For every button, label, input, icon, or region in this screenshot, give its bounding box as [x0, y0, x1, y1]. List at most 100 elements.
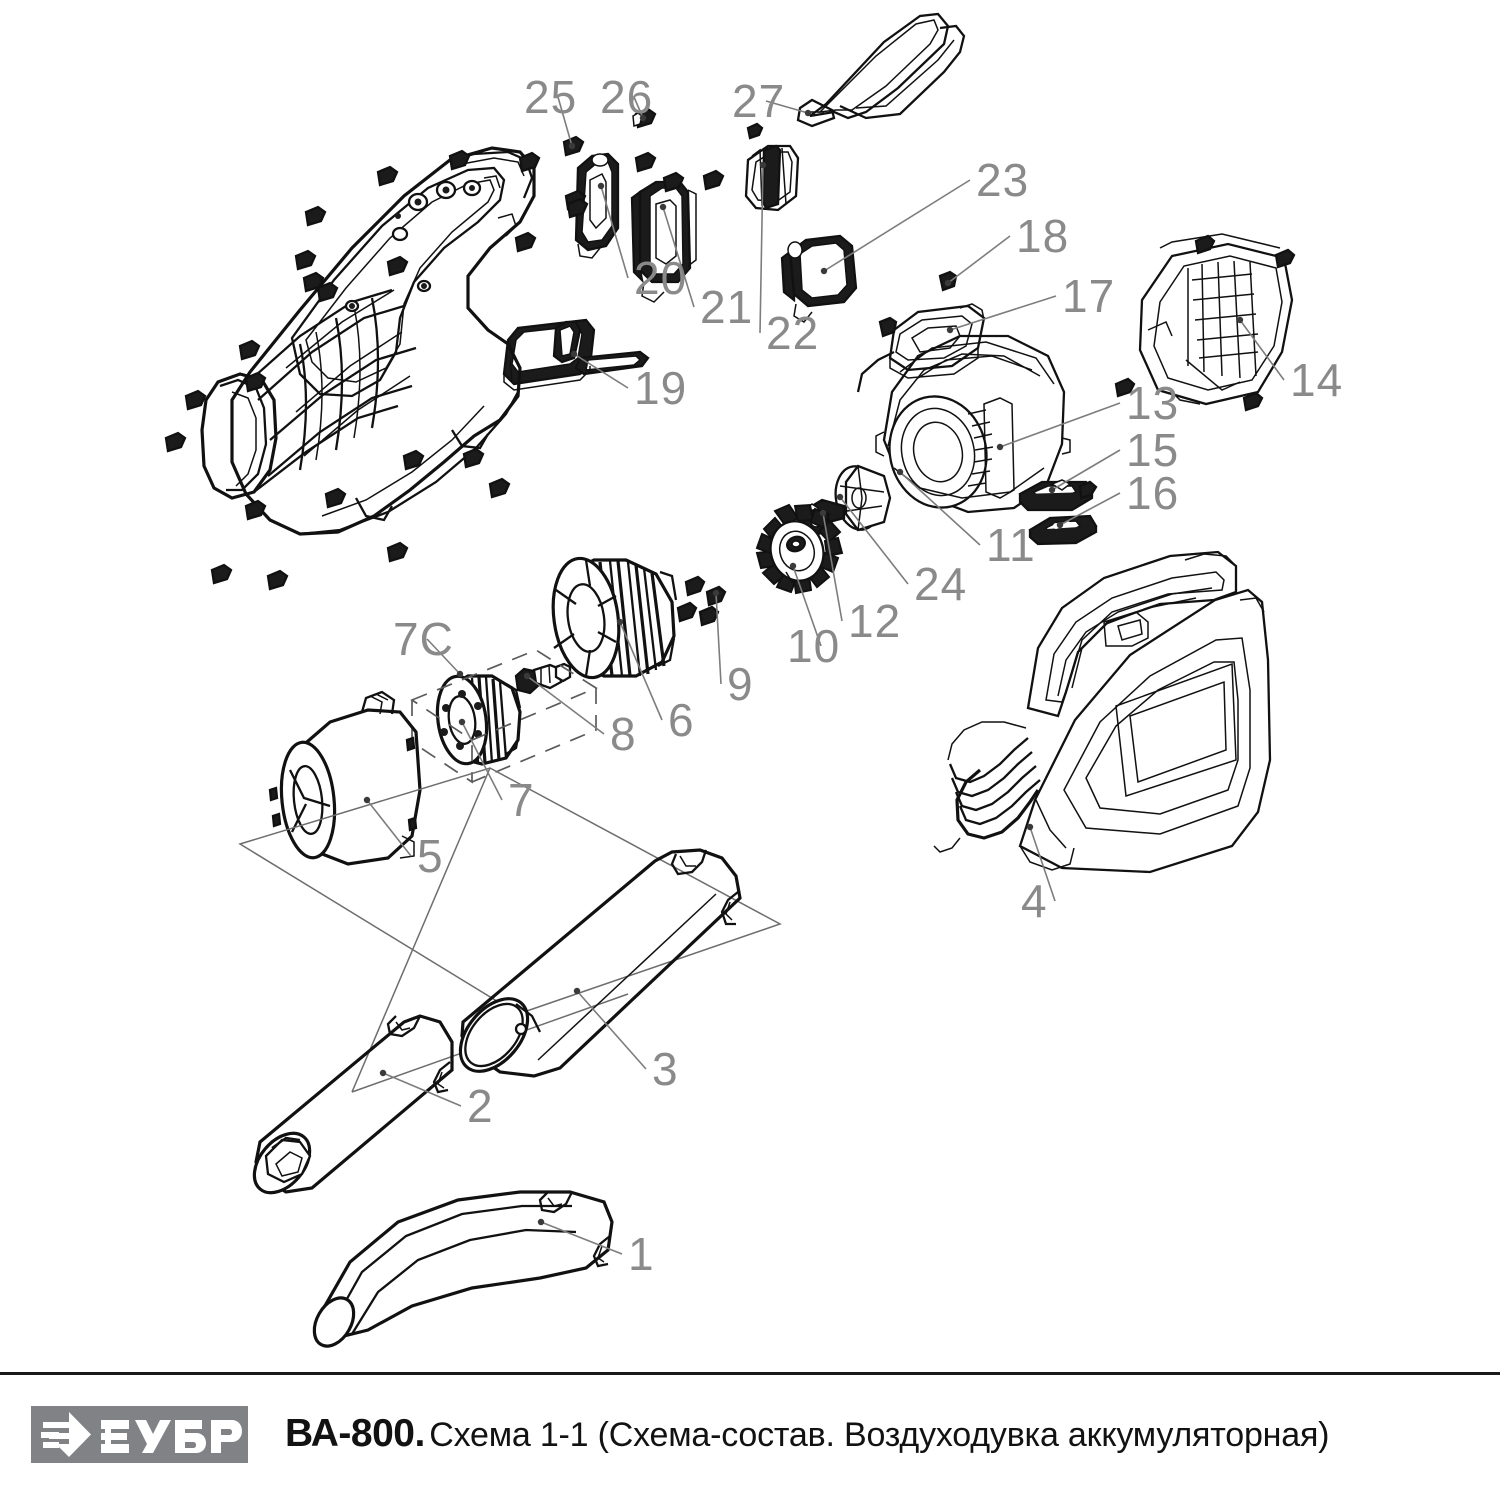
callout-8: 8 [523, 672, 636, 760]
callout-dot-15 [1048, 486, 1056, 494]
callout-11: 11 [896, 468, 1036, 571]
part-1-flat-nozzle-tip [312, 1190, 614, 1348]
callout-number-4: 4 [1021, 875, 1048, 927]
zubr-logo-mark [41, 1412, 242, 1457]
callout-dot-5 [363, 796, 371, 804]
callout-7C: 7C [393, 613, 464, 678]
callout-13: 13 [996, 377, 1178, 451]
callout-19: 19 [570, 350, 687, 414]
callout-leader-11 [899, 471, 981, 546]
callout-20: 20 [597, 182, 687, 304]
callout-dot-26 [639, 114, 647, 122]
callout-number-16: 16 [1126, 467, 1179, 519]
zubr-wordmark [101, 1420, 242, 1453]
callout-number-17: 17 [1062, 270, 1115, 322]
callout-dot-14 [1236, 316, 1244, 324]
callout-number-11: 11 [986, 519, 1036, 571]
part-15-control-pcb-upper [1018, 479, 1098, 512]
callout-dot-12 [819, 509, 827, 517]
part-27-cable-strap [796, 12, 966, 128]
callout-leader-26 [633, 96, 644, 119]
callout-number-3: 3 [652, 1043, 679, 1095]
callout-number-9: 9 [727, 658, 754, 710]
callout-5: 5 [363, 796, 444, 882]
callout-dot-13 [996, 443, 1004, 451]
callout-leader-13 [999, 402, 1121, 448]
callout-1: 1 [537, 1218, 655, 1280]
callout-dot-21 [659, 203, 667, 211]
part-14-air-intake-grille-cover [1114, 233, 1296, 412]
callout-leader-4 [1029, 826, 1056, 902]
assembly-ghost-box-2 [351, 767, 491, 1093]
callout-dot-2 [379, 1069, 387, 1077]
callout-12: 12 [819, 509, 901, 647]
sheet-title-model: ВА-800. [285, 1412, 425, 1455]
callout-number-23: 23 [976, 154, 1029, 206]
callout-number-1: 1 [628, 1228, 655, 1280]
callout-dot-7 [458, 718, 466, 726]
callout-dot-8 [523, 672, 531, 680]
callout-dot-25 [568, 142, 576, 150]
part-11-fan-hub-cone [834, 464, 892, 532]
callout-26: 26 [600, 71, 653, 123]
callout-dot-27 [804, 109, 812, 117]
callout-number-19: 19 [634, 362, 687, 414]
callout-22: 22 [759, 161, 819, 359]
callout-dot-23 [820, 267, 828, 275]
callout-number-22: 22 [766, 307, 819, 359]
callout-number-14: 14 [1290, 354, 1343, 406]
part-4-housing-assembly [933, 550, 1272, 874]
assembly-ghost-box [238, 767, 782, 1015]
callout-10: 10 [787, 562, 839, 672]
callout-number-20: 20 [634, 252, 687, 304]
callout-dot-18 [944, 279, 952, 287]
callout-dot-9 [712, 589, 720, 597]
callout-leader-16 [1059, 492, 1121, 526]
callout-number-15: 15 [1126, 424, 1179, 476]
callout-number-12: 12 [848, 595, 901, 647]
callout-16: 16 [1056, 467, 1179, 529]
callout-number-5: 5 [417, 830, 444, 882]
part-19-bracket-clip [502, 318, 650, 391]
sheet-title-description: Схема 1-1 (Схема-состав. Воздуходувка ак… [429, 1416, 1330, 1454]
part-2-nozzle-tube-front [252, 1014, 454, 1195]
callout-leader-27 [765, 100, 809, 114]
callout-18: 18 [944, 210, 1068, 287]
callout-number-7C: 7C [393, 613, 454, 665]
callout-leader-9 [715, 592, 722, 685]
sheet-title: ВА-800. Схема 1-1 (Схема-состав. Воздухо… [285, 1412, 1329, 1456]
callout-leader-10 [792, 565, 822, 647]
callout-27: 27 [732, 75, 812, 127]
callout-number-2: 2 [467, 1080, 494, 1132]
part-3-blower-tube-main [458, 848, 742, 1078]
screw-extra-left17 [878, 316, 898, 338]
part-17-battery-contact-module [856, 303, 986, 393]
callout-dot-7C [456, 670, 464, 678]
callout-leader-6 [619, 621, 663, 721]
callout-number-26: 26 [600, 71, 653, 123]
callout-leader-25 [557, 96, 573, 147]
callout-leader-23 [823, 179, 971, 272]
callout-number-21: 21 [700, 281, 753, 333]
callout-6: 6 [616, 618, 695, 746]
part-16-control-pcb-lower [1028, 514, 1098, 546]
callout-leader-7C [426, 638, 461, 675]
callout-dot-11 [896, 468, 904, 476]
callout-number-6: 6 [668, 694, 695, 746]
callout-leader-8 [526, 675, 605, 735]
left-main-shell-housing [200, 146, 536, 536]
callout-15: 15 [1048, 424, 1179, 494]
callout-number-7: 7 [508, 774, 535, 826]
callout-number-25: 25 [524, 71, 577, 123]
callout-number-27: 27 [732, 75, 785, 127]
callout-leader-12 [822, 512, 843, 622]
callout-dot-19 [570, 350, 578, 358]
callout-leader-7 [461, 721, 503, 801]
callout-leader-3 [576, 990, 647, 1070]
callout-7: 7 [458, 718, 535, 826]
part-5-motor-can-shell [268, 690, 422, 866]
callout-leader-17 [949, 295, 1057, 331]
callout-leader-1 [540, 1221, 623, 1255]
callout-21: 21 [659, 203, 753, 333]
